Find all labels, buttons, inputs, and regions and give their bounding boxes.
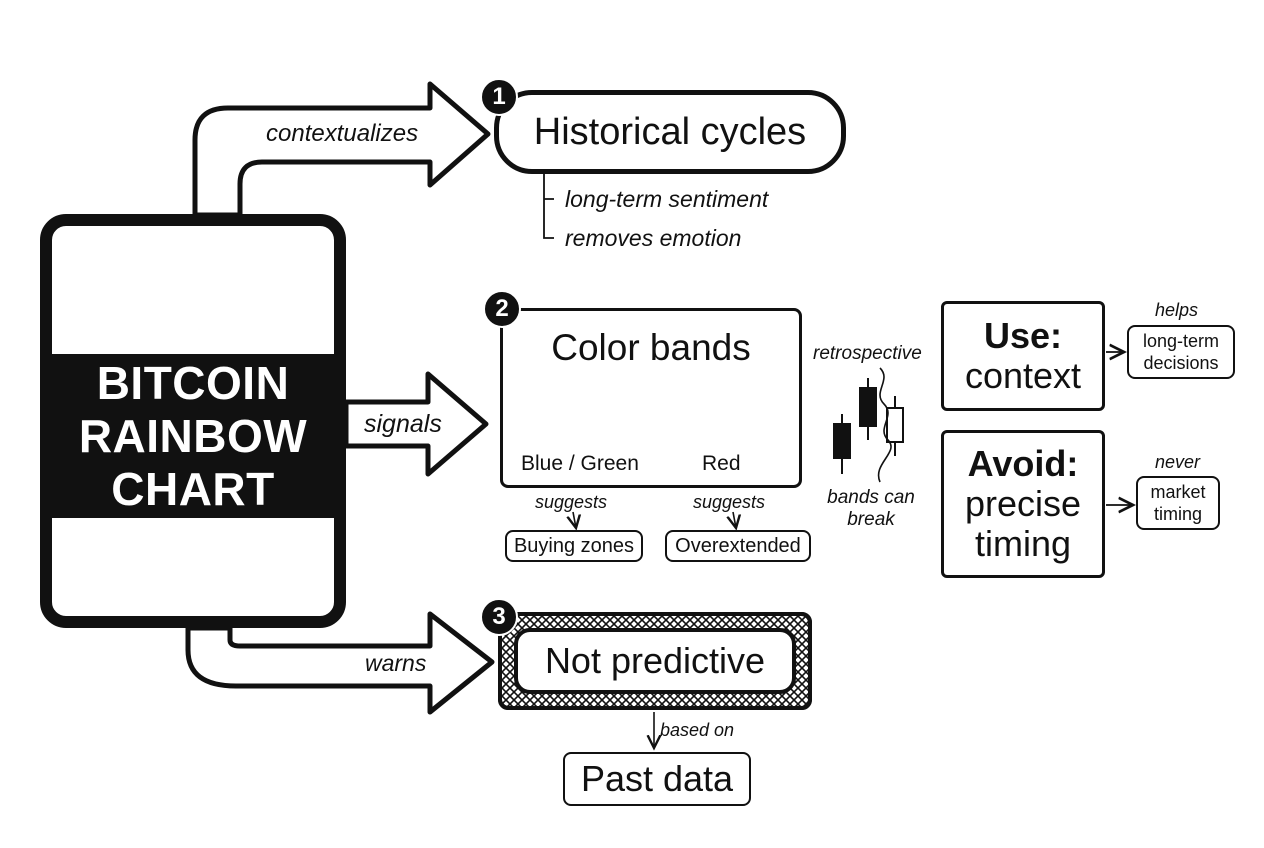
card-title-line-1: BITCOIN bbox=[96, 356, 290, 409]
arrow-warns bbox=[185, 611, 495, 715]
result-market-timing: market timing bbox=[1136, 476, 1220, 530]
never-label: never bbox=[1155, 452, 1201, 472]
badge-1: 1 bbox=[480, 78, 518, 116]
arrow-label-contextualizes: contextualizes bbox=[266, 120, 419, 147]
badge-3: 3 bbox=[480, 598, 518, 636]
suggests-arrow-blue bbox=[573, 511, 576, 528]
suggests-label-red: suggests bbox=[693, 492, 766, 512]
guidance-avoid-body-line-1: precise bbox=[964, 483, 1082, 524]
node-color-bands-title: Color bands bbox=[551, 327, 751, 368]
bracket-n1 bbox=[543, 174, 554, 239]
suggests-label-blue: suggests bbox=[535, 492, 608, 512]
card-title-line-3: CHART bbox=[111, 462, 275, 515]
guidance-use-box: Use: context bbox=[941, 301, 1105, 411]
result-long-term-line-2: decisions bbox=[1143, 353, 1219, 373]
band-label-red: Red bbox=[702, 452, 741, 475]
guidance-avoid-body-line-2: timing bbox=[974, 523, 1072, 564]
guidance-use-body: context bbox=[964, 355, 1082, 396]
arrow-contextualizes bbox=[192, 81, 491, 218]
based-on-label: based on bbox=[660, 720, 735, 740]
result-long-term-line-1: long-term bbox=[1142, 331, 1220, 351]
bands-can-break-label: bands can break bbox=[826, 487, 916, 531]
result-long-term-decisions: long-term decisions bbox=[1127, 325, 1235, 379]
node-color-bands: Color bands bbox=[500, 308, 802, 488]
result-past-data: Past data bbox=[563, 752, 751, 806]
result-market-line-1: market bbox=[1150, 482, 1206, 502]
node-historical-cycles: Historical cycles bbox=[494, 90, 846, 174]
helps-label: helps bbox=[1155, 300, 1199, 320]
note-long-term-sentiment: long-term sentiment bbox=[565, 186, 769, 212]
guidance-use-heading: Use: bbox=[983, 315, 1063, 356]
badge-2: 2 bbox=[483, 290, 521, 328]
bitcoin-rainbow-chart-card: BITCOIN RAINBOW CHART bbox=[40, 214, 346, 628]
bands-can-break-line-1: bands can bbox=[827, 487, 915, 508]
arrow-signals bbox=[343, 371, 489, 477]
result-buying-zones: Buying zones bbox=[505, 530, 643, 562]
guidance-avoid-heading: Avoid: bbox=[967, 443, 1079, 484]
card-title-band: BITCOIN RAINBOW CHART bbox=[52, 354, 334, 518]
arrow-label-signals: signals bbox=[364, 410, 442, 438]
bands-can-break-line-2: break bbox=[847, 509, 895, 530]
band-label-blue-green: Blue / Green bbox=[521, 452, 639, 475]
node-not-predictive: Not predictive bbox=[514, 628, 796, 694]
result-market-line-2: timing bbox=[1153, 504, 1202, 524]
suggests-arrow-red bbox=[733, 511, 736, 528]
guidance-avoid-box: Avoid: precise timing bbox=[941, 430, 1105, 578]
note-removes-emotion: removes emotion bbox=[565, 225, 742, 251]
candlestick-icon bbox=[833, 367, 904, 483]
retrospective-label: retrospective bbox=[813, 343, 922, 364]
arrow-label-warns: warns bbox=[365, 650, 427, 676]
result-overextended: Overextended bbox=[665, 530, 811, 562]
card-title-line-2: RAINBOW bbox=[78, 409, 308, 462]
